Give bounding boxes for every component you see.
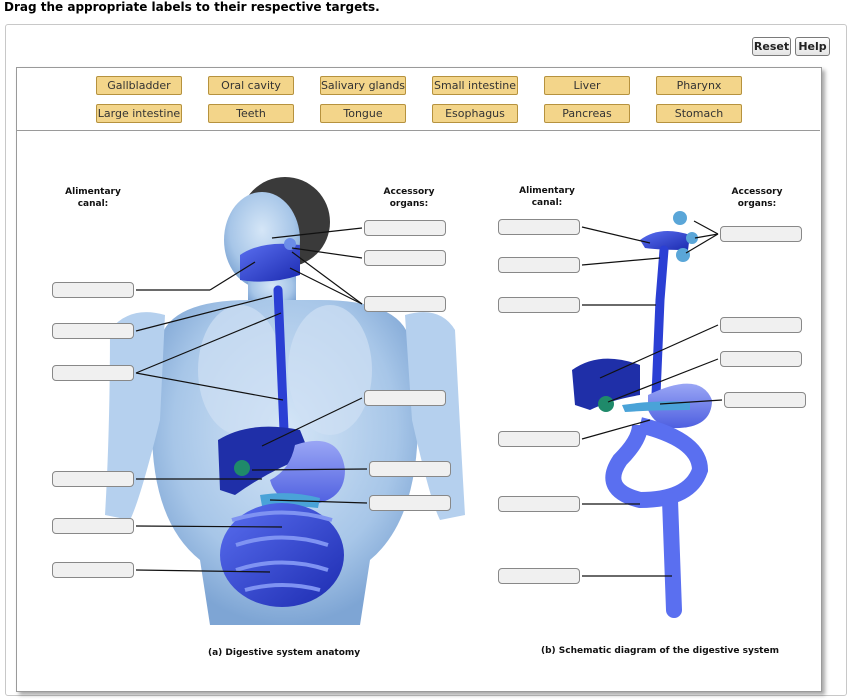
help-button[interactable]: Help [795,37,830,56]
drop-target-a-right-3[interactable] [364,296,446,312]
drop-target-b-right-2[interactable] [720,317,802,333]
label-liver[interactable]: Liver [544,76,630,95]
drop-target-a-right-5[interactable] [369,461,451,477]
leader-lines-a [135,227,368,573]
drop-target-b-right-1[interactable] [720,226,802,242]
drop-target-b-left-6[interactable] [498,568,580,584]
drop-target-a-right-2[interactable] [364,250,446,266]
label-salivary-glands[interactable]: Salivary glands [320,76,406,95]
label-oral-cavity[interactable]: Oral cavity [208,76,294,95]
drop-target-b-left-1[interactable] [498,219,580,235]
drop-target-a-left-4[interactable] [52,471,134,487]
drop-target-b-left-4[interactable] [498,431,580,447]
label-stomach[interactable]: Stomach [656,104,742,123]
label-tongue[interactable]: Tongue [320,104,406,123]
drop-target-b-right-3[interactable] [720,351,802,367]
drop-target-a-left-3[interactable] [52,365,134,381]
label-small-intestine[interactable]: Small intestine [432,76,518,95]
fig-b-caption: (b) Schematic diagram of the digestive s… [541,646,779,656]
instruction-text: Drag the appropriate labels to their res… [4,0,380,14]
drop-target-b-left-3[interactable] [498,297,580,313]
label-pharynx[interactable]: Pharynx [656,76,742,95]
drop-target-a-left-6[interactable] [52,562,134,578]
drop-target-b-right-4[interactable] [724,392,806,408]
drop-target-a-left-2[interactable] [52,323,134,339]
schematic-figure-b [572,211,712,618]
drop-target-a-left-5[interactable] [52,518,134,534]
body-figure-a [105,177,465,625]
label-large-intestine[interactable]: Large intestine [96,104,182,123]
drop-target-a-right-1[interactable] [364,220,446,236]
fig-a-accessory-heading: Accessory organs: [383,187,435,209]
fig-b-alimentary-heading: Alimentary canal: [519,186,575,208]
drop-target-b-left-2[interactable] [498,257,580,273]
label-gallbladder[interactable]: Gallbladder [96,76,182,95]
fig-a-alimentary-heading: Alimentary canal: [65,187,121,209]
leader-lines-b [581,220,723,577]
drop-target-b-left-5[interactable] [498,496,580,512]
label-pancreas[interactable]: Pancreas [544,104,630,123]
drop-target-a-right-6[interactable] [369,495,451,511]
label-esophagus[interactable]: Esophagus [432,104,518,123]
label-bank-divider [16,130,820,131]
fig-a-caption: (a) Digestive system anatomy [208,648,361,658]
drop-target-a-right-4[interactable] [364,390,446,406]
label-teeth[interactable]: Teeth [208,104,294,123]
fig-b-accessory-heading: Accessory organs: [731,187,783,209]
reset-button[interactable]: Reset [752,37,791,56]
drop-target-a-left-1[interactable] [52,282,134,298]
